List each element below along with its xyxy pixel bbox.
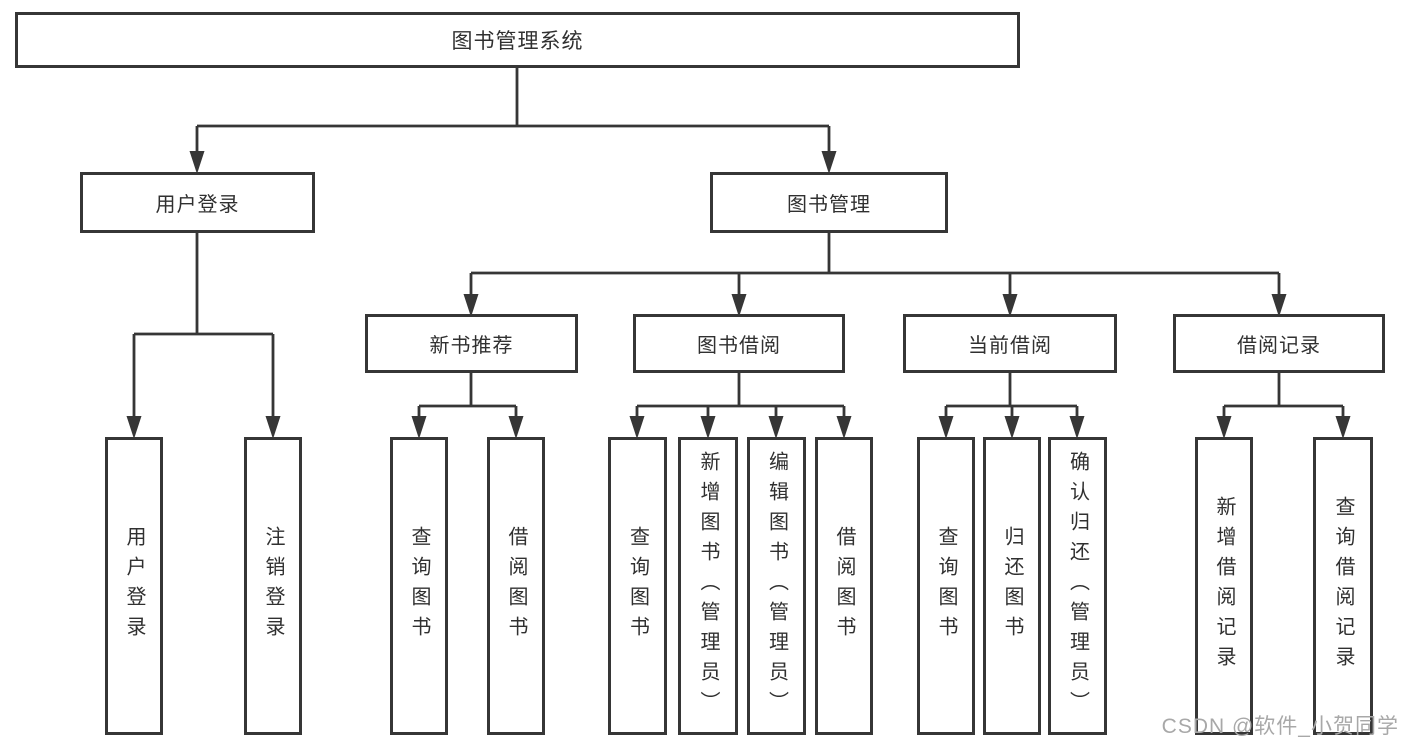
arrowhead-icon xyxy=(731,294,747,317)
leaf-borrow-books: 借阅图书 xyxy=(815,437,873,735)
leaf-label: 注销登录 xyxy=(262,526,284,646)
arrowhead-icon xyxy=(1069,416,1085,439)
connector-userlogin-to-leaves xyxy=(132,233,275,420)
arrowhead-icon xyxy=(1004,416,1020,439)
node-label: 借阅记录 xyxy=(1237,335,1321,357)
leaf-return-books: 归还图书 xyxy=(983,437,1041,735)
leaf-query-books-current: 查询图书 xyxy=(917,437,975,735)
leaf-label: 新增图书（管理员） xyxy=(697,451,719,721)
arrowhead-icon xyxy=(768,416,784,439)
node-book-management-branch: 图书管理 xyxy=(710,172,948,233)
leaf-query-books-borrow: 查询图书 xyxy=(608,437,667,735)
leaf-query-borrow-record: 查询借阅记录 xyxy=(1313,437,1373,735)
arrowhead-icon xyxy=(126,416,142,439)
node-label: 用户登录 xyxy=(155,194,240,216)
leaf-add-books-admin: 新增图书（管理员） xyxy=(678,437,738,735)
arrowhead-icon xyxy=(629,416,645,439)
leaf-label: 编辑图书（管理员） xyxy=(765,451,788,721)
leaf-label: 归还图书 xyxy=(1001,526,1023,646)
arrowhead-icon xyxy=(411,416,427,439)
leaf-label: 查询借阅记录 xyxy=(1332,496,1354,676)
leaf-logout: 注销登录 xyxy=(244,437,302,735)
leaf-confirm-return-admin: 确认归还（管理员） xyxy=(1048,437,1107,735)
leaf-user-login: 用户登录 xyxy=(105,437,163,735)
arrowhead-icon xyxy=(265,416,281,439)
node-label: 图书管理 xyxy=(787,194,871,216)
node-user-login-branch: 用户登录 xyxy=(80,172,315,233)
arrowhead-icon xyxy=(938,416,954,439)
leaf-label: 查询图书 xyxy=(626,526,649,646)
leaf-label: 查询图书 xyxy=(408,526,430,646)
arrowhead-icon xyxy=(1216,416,1232,439)
leaf-label: 查询图书 xyxy=(935,526,957,646)
leaf-add-borrow-record: 新增借阅记录 xyxy=(1195,437,1253,735)
node-label: 图书管理系统 xyxy=(451,30,584,53)
connector-newbook-to-leaves xyxy=(417,373,518,421)
node-label: 新书推荐 xyxy=(429,335,514,357)
arrowheads xyxy=(126,151,1351,439)
leaf-label: 用户登录 xyxy=(123,526,145,646)
node-label: 当前借阅 xyxy=(968,335,1052,357)
leaf-edit-books-admin: 编辑图书（管理员） xyxy=(747,437,806,735)
arrowhead-icon xyxy=(508,416,524,439)
leaf-query-books-newbook: 查询图书 xyxy=(390,437,448,735)
node-label: 图书借阅 xyxy=(697,335,781,357)
arrowhead-icon xyxy=(1271,294,1287,317)
leaf-label: 确认归还（管理员） xyxy=(1066,451,1089,721)
leaf-label: 借阅图书 xyxy=(833,526,855,646)
node-borrowing-records: 借阅记录 xyxy=(1173,314,1385,373)
node-current-borrowing: 当前借阅 xyxy=(903,314,1117,373)
leaf-label: 新增借阅记录 xyxy=(1213,496,1235,676)
arrowhead-icon xyxy=(463,294,479,317)
connector-records-to-leaves xyxy=(1222,373,1345,421)
node-book-borrowing: 图书借阅 xyxy=(633,314,845,373)
connector-bookborrow-to-leaves xyxy=(635,373,846,421)
arrowhead-icon xyxy=(836,416,852,439)
csdn-watermark: CSDN @软件_小贺同学 xyxy=(1161,715,1399,738)
leaf-label: 借阅图书 xyxy=(505,526,527,646)
arrowhead-icon xyxy=(189,151,205,174)
arrowhead-icon xyxy=(700,416,716,439)
arrowhead-icon xyxy=(1335,416,1351,439)
node-new-book-recommend: 新书推荐 xyxy=(365,314,578,373)
arrowhead-icon xyxy=(821,151,837,174)
connector-root-to-level1 xyxy=(195,68,831,156)
connector-currentborrow-to-leaves xyxy=(944,373,1079,421)
node-root-system: 图书管理系统 xyxy=(15,12,1020,68)
leaf-borrow-books-newbook: 借阅图书 xyxy=(487,437,545,735)
arrowhead-icon xyxy=(1002,294,1018,317)
connector-bookmgmt-to-level2 xyxy=(469,233,1281,297)
